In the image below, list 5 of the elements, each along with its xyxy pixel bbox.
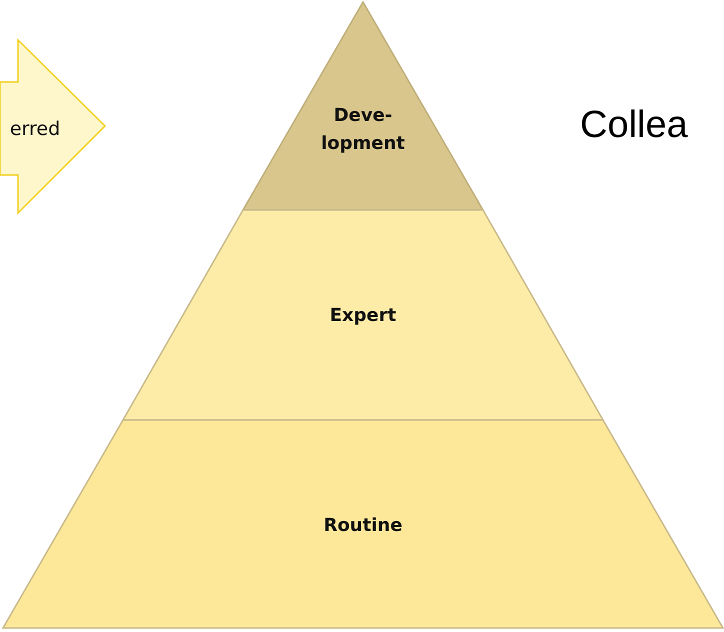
heading-text: Collea — [580, 104, 688, 147]
tier-label: Deve- lopment — [320, 104, 406, 156]
arrow-label: erred — [8, 117, 62, 142]
tier-label: Routine — [322, 514, 404, 538]
tier-label: Expert — [328, 304, 398, 328]
